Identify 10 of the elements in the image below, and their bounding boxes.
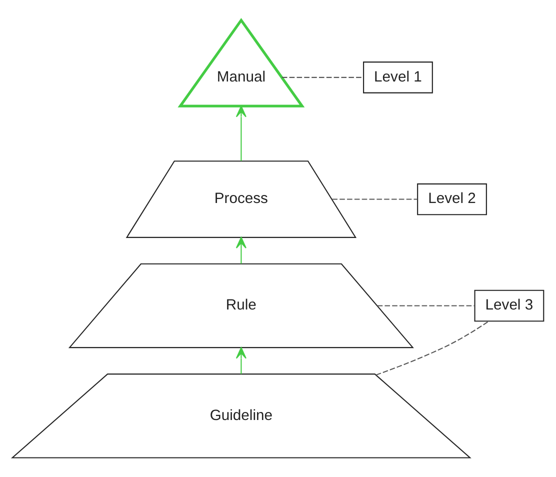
connector [332, 198, 418, 200]
connector [282, 76, 364, 78]
connector [377, 304, 475, 306]
connector [376, 320, 490, 375]
node-box: Level 1 [363, 61, 433, 93]
node-box: Level 3 [474, 289, 544, 322]
node-box: Level 2 [417, 182, 487, 215]
arrow [236, 236, 246, 264]
arrow [236, 105, 246, 160]
arrow [236, 346, 246, 374]
